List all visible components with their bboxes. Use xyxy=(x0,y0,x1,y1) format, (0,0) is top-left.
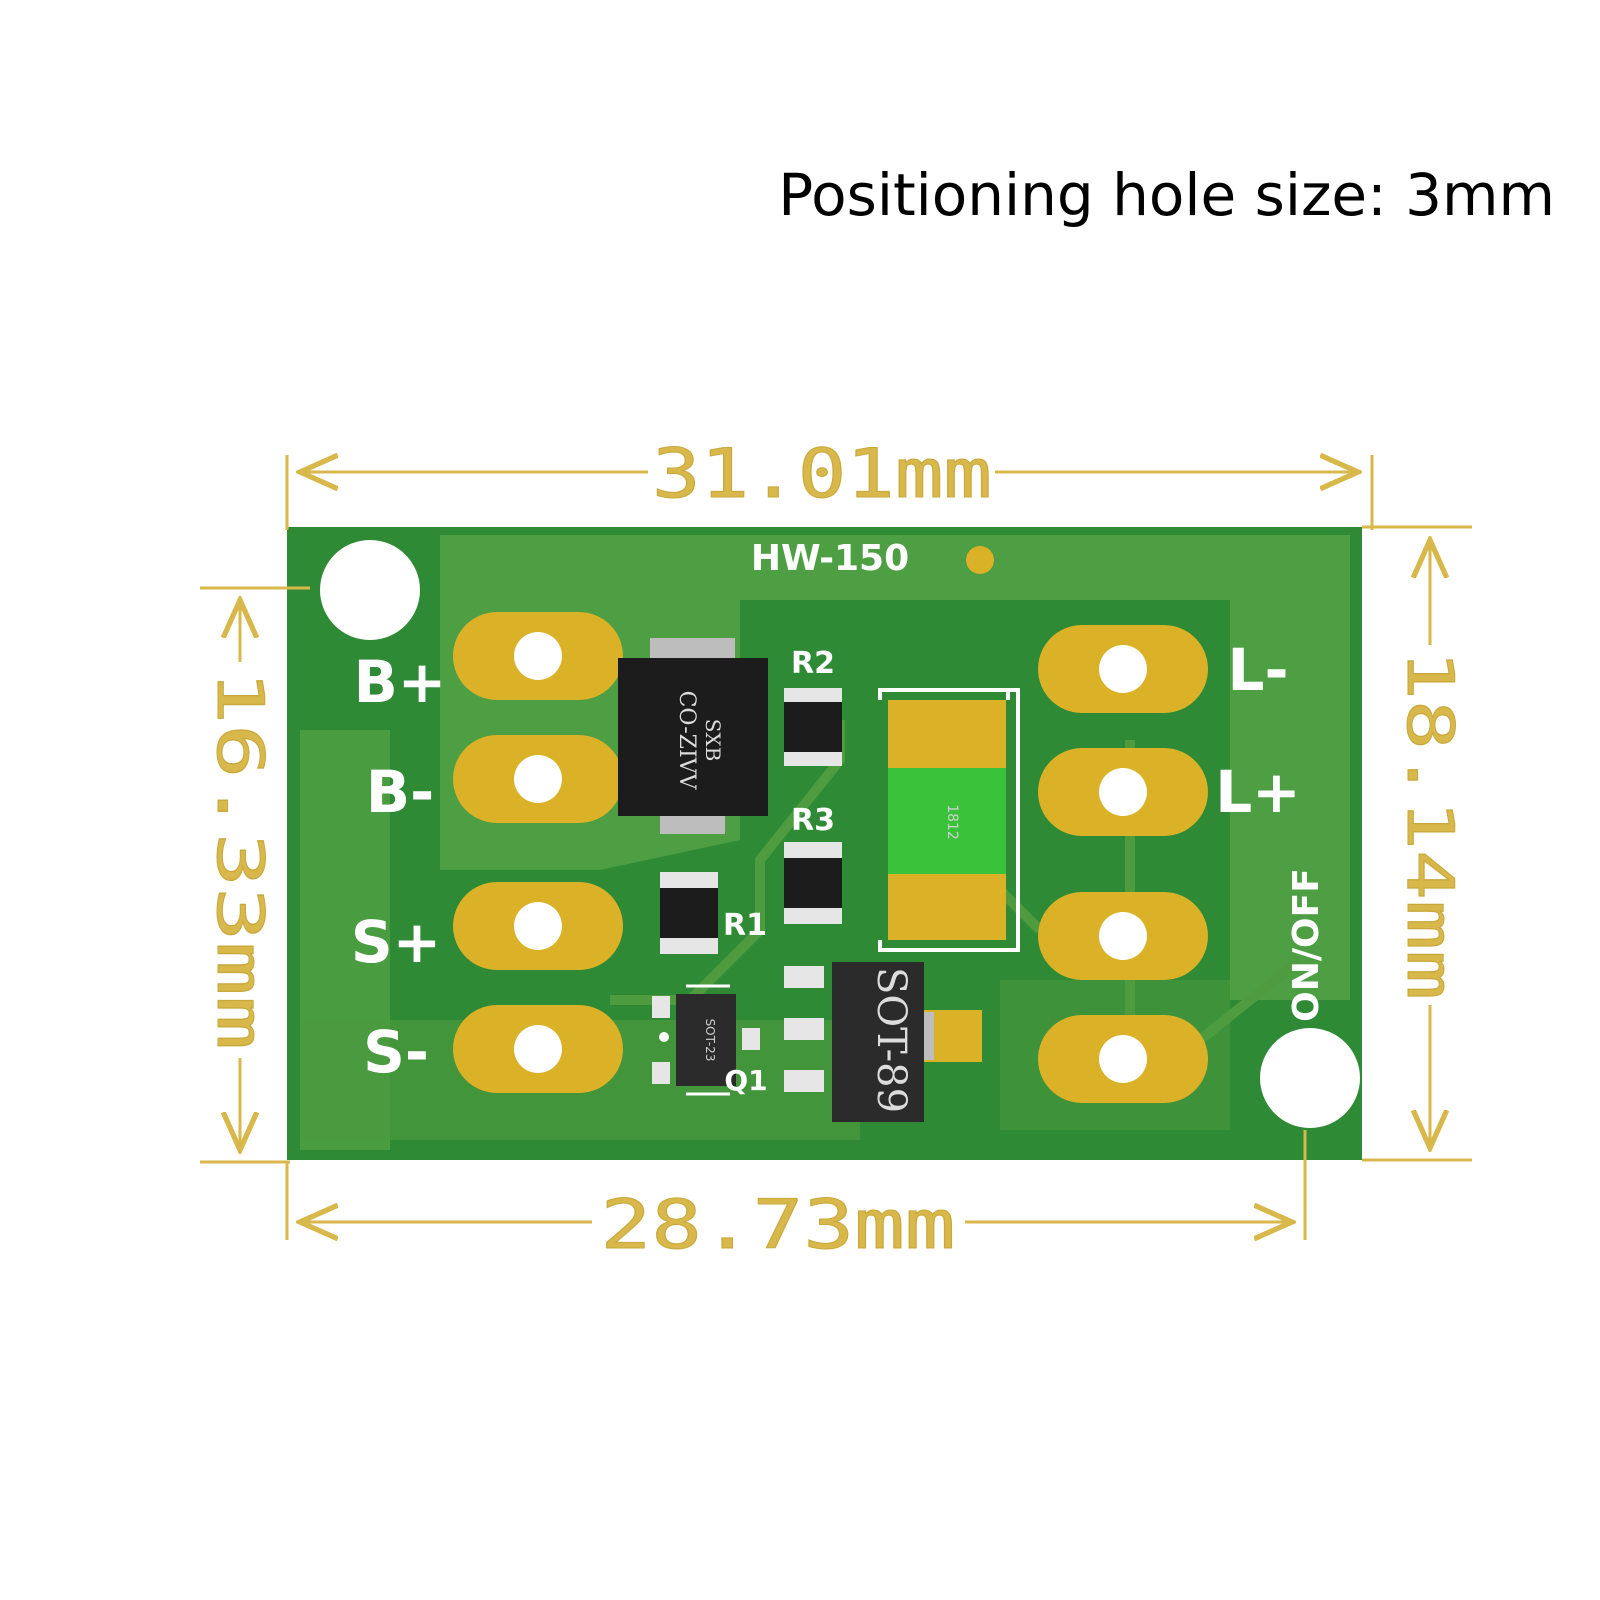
pcb-board: HW-150 B+ B- S+ S- L- L+ xyxy=(287,527,1362,1160)
pad-label-s-plus: S+ xyxy=(351,908,441,976)
dimension-right-height: 18.14mm xyxy=(1392,650,1466,1000)
svg-text:CO-ZIVV: CO-ZIVV xyxy=(674,691,699,791)
fuse-component: 1812 xyxy=(878,688,1020,952)
pad-label-l-plus: L+ xyxy=(1215,758,1301,826)
diode-package: CO-ZIVV SXB xyxy=(618,638,768,834)
mounting-hole-bottom-right xyxy=(1260,1028,1360,1128)
sot89-package: SOT-89 xyxy=(784,962,982,1122)
pad-label-l-minus: L- xyxy=(1227,636,1288,704)
left-pads xyxy=(453,612,623,1093)
switch-label: ON/OFF xyxy=(1286,868,1327,1022)
dimension-lines xyxy=(200,455,1472,1240)
fiducial-dot xyxy=(966,546,994,574)
svg-text:SXB: SXB xyxy=(701,719,725,762)
resistor-r2 xyxy=(784,688,842,766)
dimension-top-width: 31.01mm xyxy=(652,435,992,514)
sot89-label: SOT-89 xyxy=(868,967,914,1113)
q1-label: Q1 xyxy=(724,1064,767,1097)
dimension-bottom-width: 28.73mm xyxy=(601,1186,956,1265)
r2-label: R2 xyxy=(791,646,835,681)
pad-label-s-minus: S- xyxy=(363,1018,429,1086)
dimension-left-height: 16.33mm xyxy=(202,670,276,1050)
model-label: HW-150 xyxy=(751,538,909,579)
resistor-r1 xyxy=(660,872,718,954)
pad-label-b-minus: B- xyxy=(366,758,434,826)
mounting-hole-top-left xyxy=(320,540,420,640)
resistor-r3 xyxy=(784,842,842,924)
page-heading: Positioning hole size: 3mm xyxy=(778,161,1555,229)
r3-label: R3 xyxy=(791,803,835,838)
right-pads xyxy=(1038,625,1208,1103)
sot23-package: SOT-23 xyxy=(652,984,760,1096)
pad-label-b-plus: B+ xyxy=(354,648,447,716)
r1-label: R1 xyxy=(723,908,767,943)
sot23-label: SOT-23 xyxy=(703,1019,717,1062)
fuse-code: 1812 xyxy=(944,804,960,840)
